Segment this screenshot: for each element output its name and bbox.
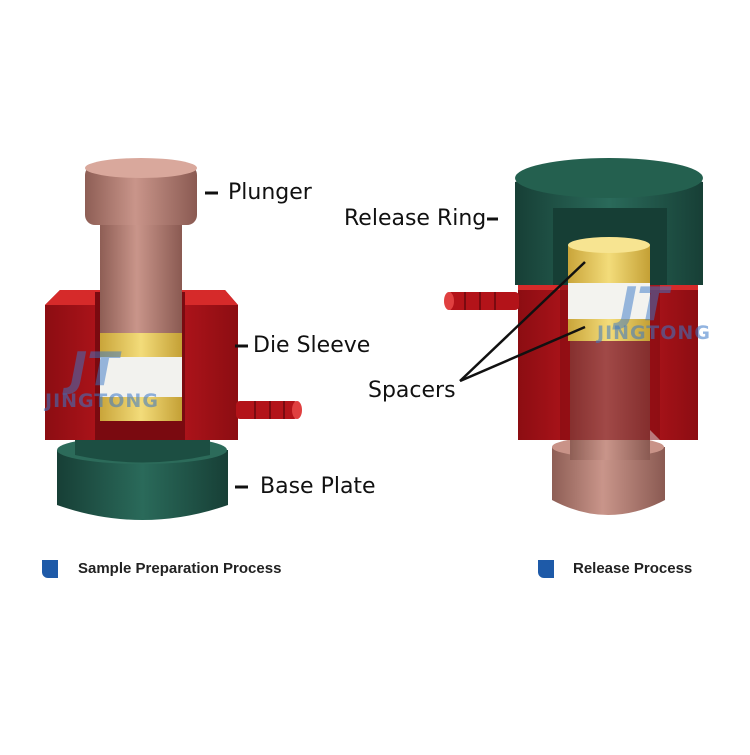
release-spacers xyxy=(568,237,650,341)
die-sleeve-label: Die Sleeve xyxy=(253,333,371,358)
release-process-assembly xyxy=(444,158,703,515)
die-sleeve-pin xyxy=(236,401,302,419)
release-ring-label: Release Ring xyxy=(344,206,487,231)
spacers-and-sample xyxy=(100,333,182,421)
watermark-logo-left: JT xyxy=(62,342,122,396)
caption-release-process: Release Process xyxy=(573,560,693,577)
spacers-leader-lower xyxy=(459,325,586,383)
watermark-logo-right-mark: JT xyxy=(612,277,672,331)
watermark-logo-left-mark: JT xyxy=(62,342,122,396)
spacers-leader-upper xyxy=(459,261,586,382)
sample-preparation-assembly xyxy=(45,158,302,520)
plunger xyxy=(85,158,197,335)
watermark-text-right: JINGTONG xyxy=(597,322,711,344)
watermark-text-left: JINGTONG xyxy=(45,390,159,412)
caption-bullet-right-icon xyxy=(538,560,554,578)
caption-bullet-left-icon xyxy=(42,560,58,578)
release-pin xyxy=(444,292,519,310)
base-plate-label: Base Plate xyxy=(260,474,376,499)
caption-sample-preparation: Sample Preparation Process xyxy=(78,560,282,577)
watermark-logo-right: JT xyxy=(612,277,672,331)
spacers-label: Spacers xyxy=(368,378,456,403)
plunger-label: Plunger xyxy=(228,180,312,205)
